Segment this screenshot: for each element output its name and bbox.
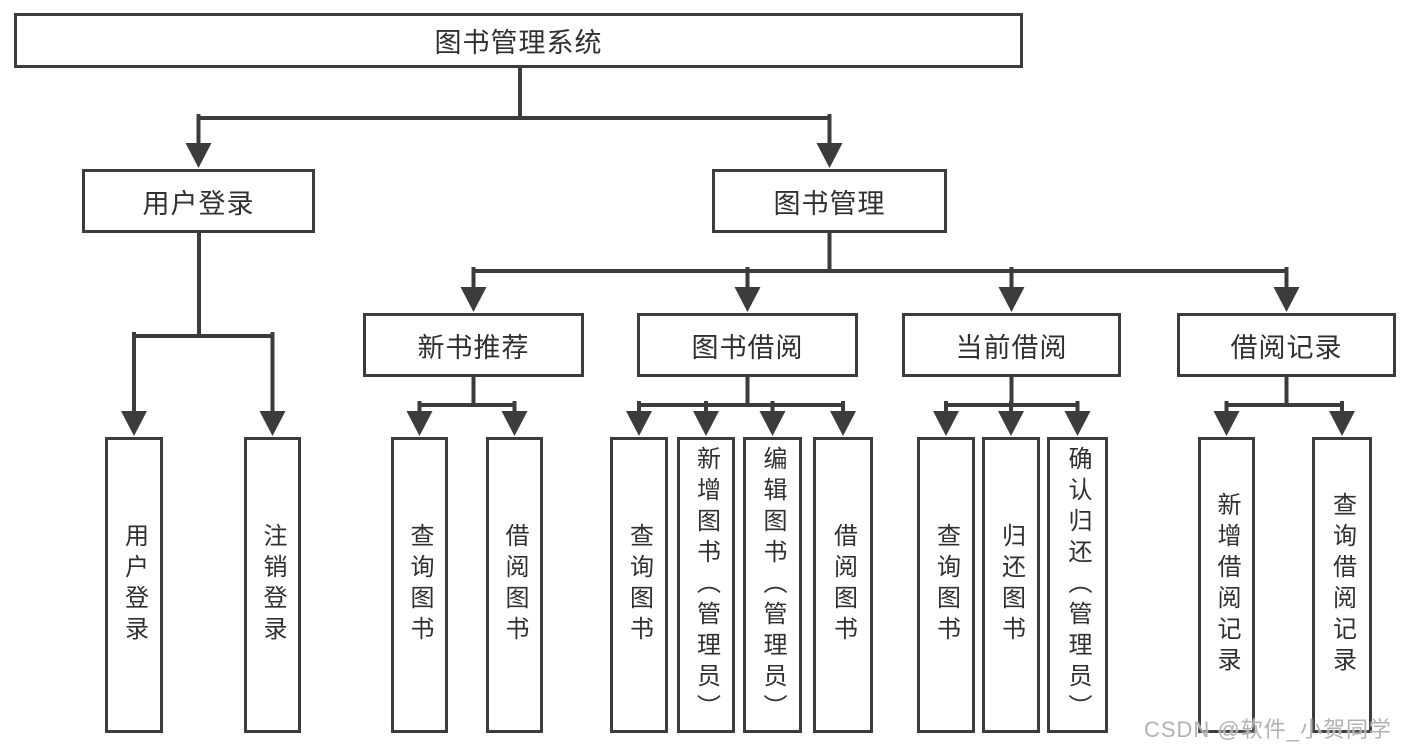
node-new-book-recommend: 新书推荐 — [363, 313, 584, 377]
edge-root-to-level2 — [196, 66, 832, 150]
node-book-management: 图书管理 — [712, 169, 947, 233]
node-user-login: 用户登录 — [82, 169, 315, 233]
node-user-login-leaf: 用户登录 — [105, 437, 163, 733]
node-query-books-recommend: 查询图书 — [391, 437, 448, 733]
node-borrowing-records: 借阅记录 — [1177, 313, 1396, 377]
node-library-management-system: 图书管理系统 — [14, 13, 1023, 68]
node-borrow-books-borrowing: 借阅图书 — [813, 437, 873, 733]
edge-current-borrowing-to-leaves — [944, 375, 1080, 418]
node-logout: 注销登录 — [244, 437, 301, 733]
node-return-books: 归还图书 — [982, 437, 1040, 733]
node-current-borrowing: 当前借阅 — [902, 313, 1121, 377]
node-confirm-return-admin: 确认归还（管理员） — [1047, 437, 1108, 733]
edge-user-login-to-leaves — [132, 231, 275, 418]
node-add-books-admin: 新增图书（管理员） — [677, 437, 735, 733]
node-book-borrowing: 图书借阅 — [637, 313, 858, 377]
csdn-watermark: CSDN @软件_小贺同学 — [1143, 717, 1392, 742]
edge-book-management-to-level3 — [471, 231, 1289, 294]
node-borrow-books-recommend: 借阅图书 — [486, 437, 543, 733]
edge-new-book-recommend-to-leaves — [417, 375, 517, 418]
node-edit-books-admin: 编辑图书（管理员） — [743, 437, 802, 733]
node-query-books-borrowing: 查询图书 — [610, 437, 668, 733]
arrowhead-icons — [121, 143, 1355, 436]
edge-borrowing-records-to-leaves — [1224, 375, 1344, 418]
edge-book-borrowing-to-leaves — [637, 375, 845, 418]
node-query-books-current: 查询图书 — [917, 437, 975, 733]
node-query-borrow-record: 查询借阅记录 — [1312, 437, 1372, 733]
node-add-borrow-record: 新增借阅记录 — [1198, 437, 1255, 733]
